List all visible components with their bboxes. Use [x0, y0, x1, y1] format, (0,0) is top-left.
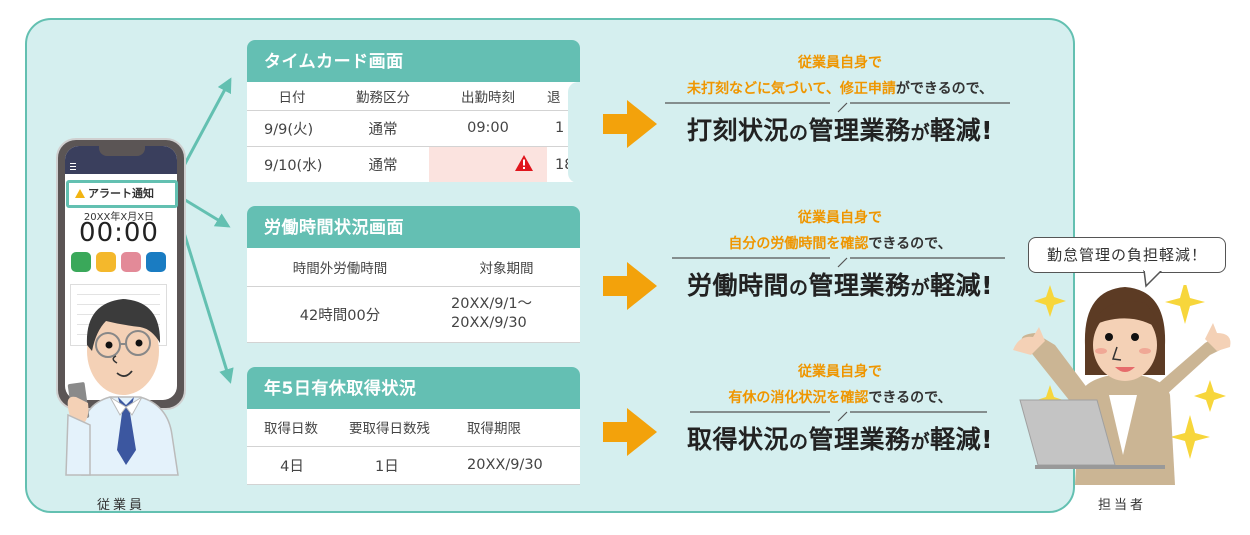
speech-bubble: 勤怠管理の負担軽減！ [1028, 237, 1226, 273]
timecard-card: タイムカード画面 日付 勤務区分 出勤時刻 退 9/9(火) 通常 09:00 … [247, 40, 580, 182]
header-overtime: 時間外労働時間 [247, 248, 433, 287]
warning-icon [75, 189, 85, 198]
header-work-type: 勤務区分 [337, 82, 429, 111]
hamburger-menu-icon[interactable] [70, 163, 76, 170]
header-clock-in: 出勤時刻 [429, 82, 547, 111]
orange-arrow-icon [603, 262, 657, 310]
period-value: 20XX/9/1〜 20XX/9/30 [433, 286, 580, 343]
timecard-title: タイムカード画面 [247, 40, 580, 82]
speech-bubble-tail [1143, 270, 1163, 288]
phone-button-pink[interactable] [121, 252, 141, 272]
benefit-message-3: 従業員自身で 有休の消化状況を確認できるので、 取得状況の管理業務が軽減! [687, 364, 993, 454]
alert-notification[interactable]: アラート通知 [66, 180, 178, 208]
header-deadline: 取得期限 [449, 409, 580, 447]
employee-label: 従業員 [97, 498, 146, 513]
paid-leave-card: 年5日有休取得状況 取得日数 要取得日数残 取得期限 4日 1日 20XX/9/… [247, 367, 580, 485]
header-days-remaining: 要取得日数残 [337, 409, 449, 447]
table-row[interactable]: 42時間00分 20XX/9/1〜 20XX/9/30 [247, 286, 580, 343]
worktime-table: 時間外労働時間 対象期間 42時間00分 20XX/9/1〜 20XX/9/30 [247, 248, 580, 343]
phone-button-green[interactable] [71, 252, 91, 272]
worktime-title: 労働時間状況画面 [247, 206, 580, 248]
alert-warning-icon [515, 154, 533, 171]
overtime-value: 42時間00分 [247, 286, 433, 343]
benefit-message-2: 従業員自身で 自分の労働時間を確認できるので、 労働時間の管理業務が軽減! [687, 210, 993, 300]
table-clip-edge [568, 82, 580, 182]
phone-notch [99, 146, 145, 156]
phone-date: 20XX年X月X日 [83, 212, 155, 223]
paid-leave-title: 年5日有休取得状況 [247, 367, 580, 409]
orange-arrow-icon [603, 408, 657, 456]
phone-clock: 00:00 [79, 218, 159, 248]
manager-label: 担当者 [1098, 498, 1147, 513]
missing-clock-in-cell[interactable] [429, 146, 547, 182]
phone-top-bar [65, 146, 177, 174]
table-row[interactable]: 9/9(火) 通常 09:00 1 [247, 110, 580, 147]
benefit-message-1: 従業員自身で 未打刻などに気づいて、修正申請ができるので、 打刻状況の管理業務が… [686, 55, 994, 145]
header-date: 日付 [247, 82, 337, 111]
worktime-card: 労働時間状況画面 時間外労働時間 対象期間 42時間00分 20XX/9/1〜 … [247, 206, 580, 343]
paid-leave-table: 取得日数 要取得日数残 取得期限 4日 1日 20XX/9/30 [247, 409, 580, 485]
table-row[interactable]: 9/10(水) 通常 18 [247, 146, 580, 182]
alert-label: アラート通知 [88, 187, 154, 200]
timecard-table: 日付 勤務区分 出勤時刻 退 9/9(火) 通常 09:00 1 9/10(水)… [247, 82, 580, 182]
table-row[interactable]: 4日 1日 20XX/9/30 [247, 446, 580, 485]
manager-illustration [1013, 285, 1231, 485]
header-days-taken: 取得日数 [247, 409, 337, 447]
header-period: 対象期間 [433, 248, 580, 287]
orange-arrow-icon [603, 100, 657, 148]
phone-button-yellow[interactable] [96, 252, 116, 272]
phone-button-blue[interactable] [146, 252, 166, 272]
employee-illustration [65, 299, 179, 476]
